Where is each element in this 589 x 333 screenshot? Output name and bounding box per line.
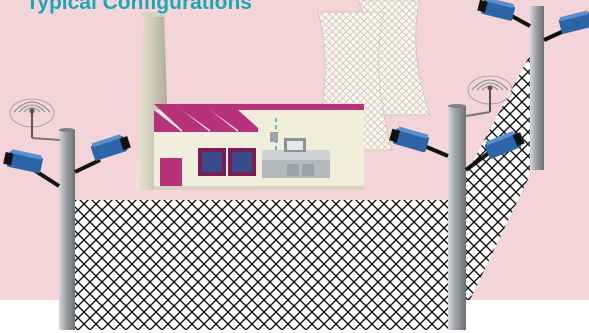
fence-pole xyxy=(530,6,544,170)
factory-door xyxy=(160,158,182,188)
factory-building-icon xyxy=(154,104,364,190)
page-title: Typical Configurations xyxy=(26,0,252,15)
fence-pole xyxy=(59,128,75,330)
fence-pole xyxy=(448,104,466,330)
